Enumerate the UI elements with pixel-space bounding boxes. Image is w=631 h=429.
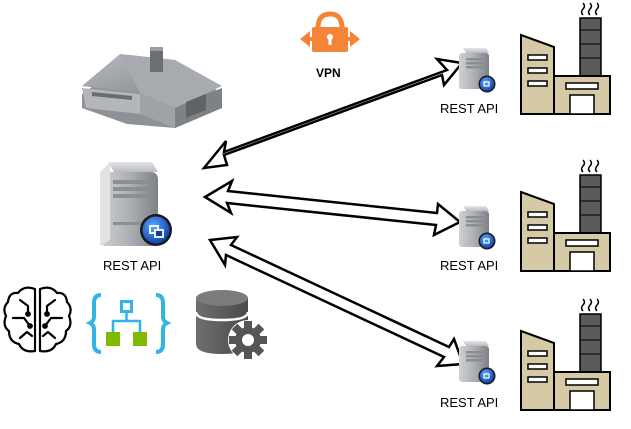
factory-icon-1 — [520, 2, 611, 115]
brain-icon — [3, 286, 72, 353]
central-server-label: REST API — [103, 258, 162, 273]
logic-app-icon — [85, 293, 172, 354]
factory-icon-3 — [520, 298, 611, 411]
factory-server-label-2: REST API — [440, 258, 499, 273]
arrow-to-factory-2 — [202, 178, 463, 238]
factory-server-label-3: REST API — [440, 395, 499, 410]
vpn-label: VPN — [316, 66, 341, 80]
factory-server-icon-3 — [459, 341, 496, 385]
factory-server-label-1: REST API — [440, 101, 499, 116]
house-icon — [82, 47, 222, 128]
factory-icon-2 — [520, 159, 611, 272]
central-server-icon — [100, 162, 172, 246]
factory-server-icon-1 — [459, 48, 496, 93]
database-gear-icon — [194, 290, 268, 360]
factory-server-icon-2 — [459, 206, 496, 250]
vpn-lock-icon — [300, 11, 360, 52]
